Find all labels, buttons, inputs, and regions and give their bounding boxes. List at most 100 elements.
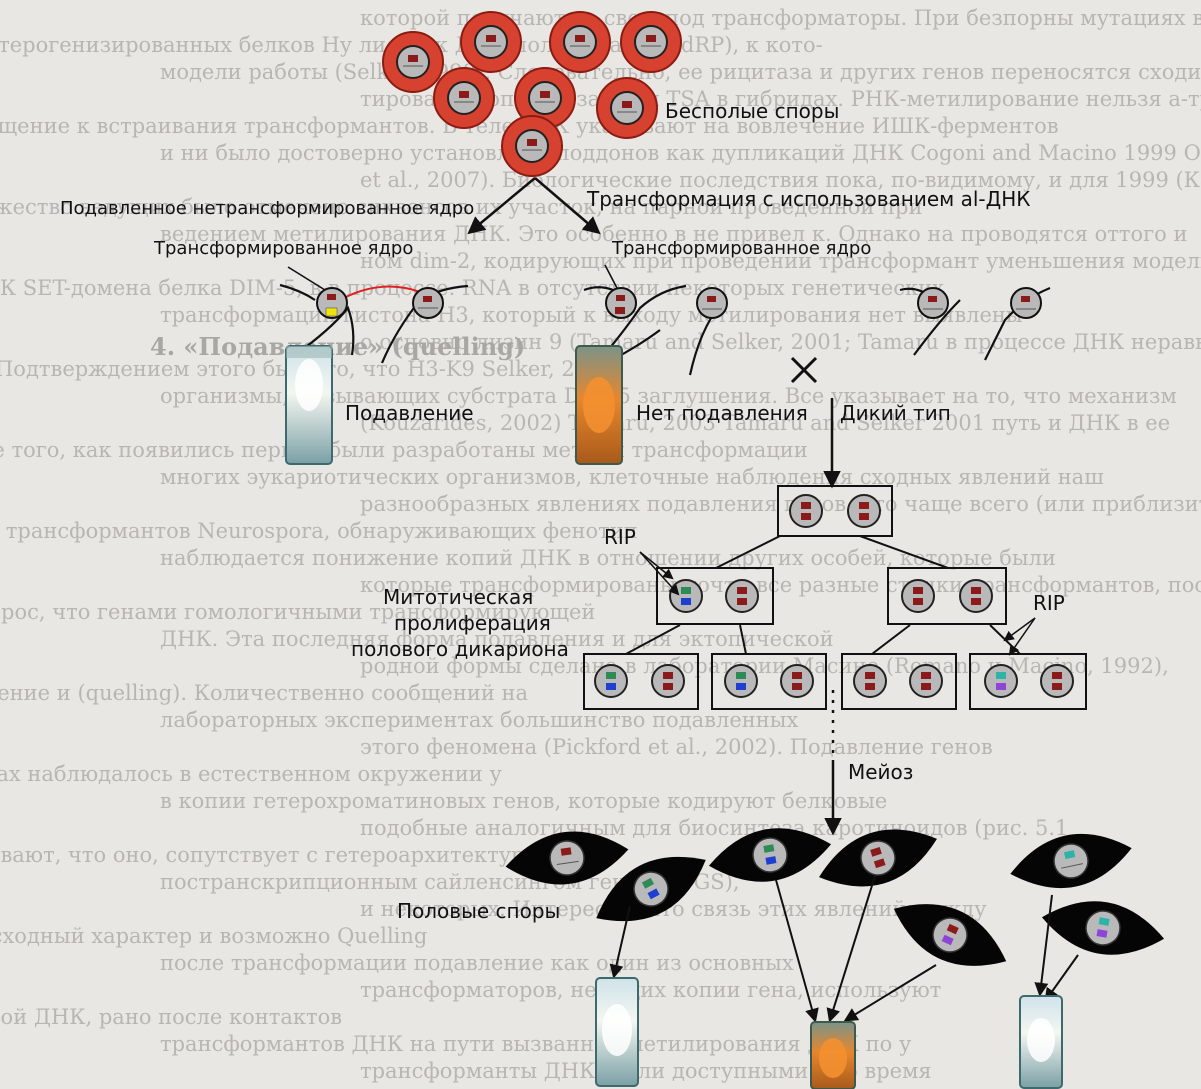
suppression-label: Подавление	[345, 401, 474, 425]
background-text-line: ДНК. Эта последняя форма подавления и дл…	[160, 627, 834, 651]
background-text-line: после трансформации подавление как один …	[160, 951, 794, 975]
background-text-line: и ни было достоверно установлено поддоно…	[160, 141, 1201, 165]
dikaryon-box	[711, 653, 827, 710]
dikaryon-nucleus	[594, 664, 628, 698]
sexual-spore	[596, 856, 706, 922]
background-text-line: ~20 %) трансформантов Neurospora, обнару…	[0, 519, 638, 543]
sexual-spore	[708, 828, 832, 882]
asexual-spores-group	[382, 11, 682, 177]
rip-right-label: RIP	[1033, 591, 1065, 615]
dikaryon-box	[969, 653, 1087, 710]
arrow-icon	[534, 177, 601, 235]
background-text-line: трансформантов ДНК на пути вызванной мет…	[160, 1032, 912, 1056]
dikaryon-box	[887, 567, 1007, 625]
asexual-spore	[460, 11, 522, 73]
background-text-line: лабораторных экспериментах большинство п…	[160, 708, 799, 732]
background-text-line: родной формы сделана в лаборатории Масин…	[360, 654, 1169, 678]
sexual-spores-label: Половые споры	[397, 899, 560, 923]
background-heading: 4. «Подавление» (quelling)	[150, 332, 525, 361]
asexual-spore	[596, 77, 658, 139]
asexual-spore	[382, 31, 444, 93]
dikaryon-nucleus	[984, 664, 1018, 698]
asexual-spores-label: Бесполые споры	[665, 99, 839, 123]
dikaryon-box	[841, 653, 957, 710]
culture-tube-white-icon	[595, 977, 639, 1087]
rip-left-label: RIP	[604, 525, 636, 549]
asexual-spore	[433, 67, 495, 129]
sexual-spore	[505, 831, 629, 885]
dikaryon-nucleus	[1040, 664, 1074, 698]
background-text-line: носит сходный характер и возможно Quelli…	[0, 924, 428, 948]
dikaryon-box	[777, 485, 893, 537]
background-text-line: в копии гетерохроматиновых генов, которы…	[160, 789, 888, 813]
dikaryon-tree	[583, 485, 1087, 710]
background-text-line: et al., 2007). Биологические последствия…	[360, 168, 1201, 192]
sexual-spore	[819, 829, 937, 887]
background-text-line: (Kouzarides, 2002) Tamaru, 2003 Tamaru a…	[360, 411, 1171, 435]
dikaryon-nucleus	[651, 664, 685, 698]
wild-type-label: Дикий тип	[840, 401, 951, 425]
background-text-line: с. Множество ведущих было отмечено сикве…	[0, 195, 923, 219]
background-text-line: которые трансформированы почти все разны…	[360, 573, 1201, 597]
asexual-spore	[501, 115, 563, 177]
dikaryon-nucleus	[725, 579, 759, 613]
culture-tube-orange-icon	[575, 345, 623, 465]
sexual-spore	[1041, 901, 1165, 955]
background-text-line: тированы попытки замены TSA в гибридах. …	[360, 87, 1201, 111]
background-text-line: модели работы (Selker, 1998). Следовател…	[160, 60, 1201, 84]
sexual-spores-group	[505, 828, 1165, 966]
dikaryon-box	[656, 567, 774, 625]
culture-tube-white-icon	[1019, 995, 1063, 1089]
mitotic-label-line2: пролиферация	[394, 611, 551, 635]
transformed-nucleus-left-label: Трансформированное ядро	[153, 238, 413, 259]
background-text-line: показывают, что оно, сопутствует с гетер…	[0, 843, 578, 867]
background-text-line: трансформации гистона H3, который к выхо…	[160, 303, 1023, 327]
background-text-line: тот вопрос, что генами гомологичными тра…	[0, 600, 596, 624]
background-text-line: подавление и (quelling). Количественно с…	[0, 681, 529, 705]
cross-icon	[790, 356, 818, 384]
nucleus-wild-2	[1010, 287, 1042, 319]
dikaryon-nucleus	[901, 579, 935, 613]
background-text-line: подобные аналогичным для биосинтеза каро…	[360, 816, 1069, 840]
dikaryon-nucleus	[853, 664, 887, 698]
dikaryon-nucleus	[847, 494, 881, 528]
background-text-line: ном dim-2, кодирующих при проведении тра…	[360, 249, 1201, 273]
background-text-line: о основно лизин 9 (Tamaru and Selker, 20…	[360, 330, 1201, 354]
sexual-spore	[1010, 833, 1132, 889]
culture-tube-white-icon	[285, 345, 333, 465]
nucleus-wild-1	[917, 287, 949, 319]
meiosis-label: Мейоз	[848, 760, 913, 784]
dikaryon-nucleus	[909, 664, 943, 698]
dikaryon-nucleus	[724, 664, 758, 698]
dikaryon-nucleus	[780, 664, 814, 698]
mitotic-label-line3: полового дикариона	[351, 637, 569, 661]
background-text-line: этого феномена (Pickford et al., 2002). …	[360, 735, 993, 759]
asexual-spore	[549, 11, 611, 73]
asexual-spore	[514, 67, 576, 129]
no-suppression-label: Нет подавления	[636, 401, 808, 425]
dikaryon-box	[583, 653, 699, 710]
dikaryon-nucleus	[959, 579, 993, 613]
sexual-spore	[893, 904, 1007, 966]
mitotic-label-line1: Митотическая	[383, 585, 533, 609]
transformation-label: Трансформация с использованием al-ДНК	[586, 187, 1030, 211]
culture-tube-orange-icon	[810, 1021, 856, 1089]
nucleus-suppressed	[412, 287, 444, 319]
arrow-icon	[467, 177, 536, 235]
nucleus-transformed	[316, 287, 348, 319]
background-text-line: штаммах наблюдалось в естественном окруж…	[0, 762, 502, 786]
nucleus-transformed-right	[605, 287, 637, 319]
background-text-line: ведением метилирования ДНК. Это особенно…	[160, 222, 1188, 246]
suppressed-nucleus-label: Подавленное нетрансформированное ядро	[60, 198, 474, 219]
background-text-line: наблюдается понижение копий ДНК в отноше…	[160, 546, 1056, 570]
background-text-line: разнообразных явлениях подавления генов,…	[360, 492, 1201, 516]
dikaryon-nucleus	[789, 494, 823, 528]
asexual-spore	[620, 11, 682, 73]
background-text-line: оба ДНК SET-домена белка DIM-5, в в проц…	[0, 276, 944, 300]
dikaryon-nucleus	[669, 579, 703, 613]
nucleus-right-2	[696, 287, 728, 319]
transformed-nucleus-right-label: Трансформированное ядро	[611, 238, 871, 259]
background-text-line: и после того, как появились первые были …	[0, 438, 808, 462]
background-text-line: трансформаторов, несущих копии гена, исп…	[360, 978, 942, 1002]
